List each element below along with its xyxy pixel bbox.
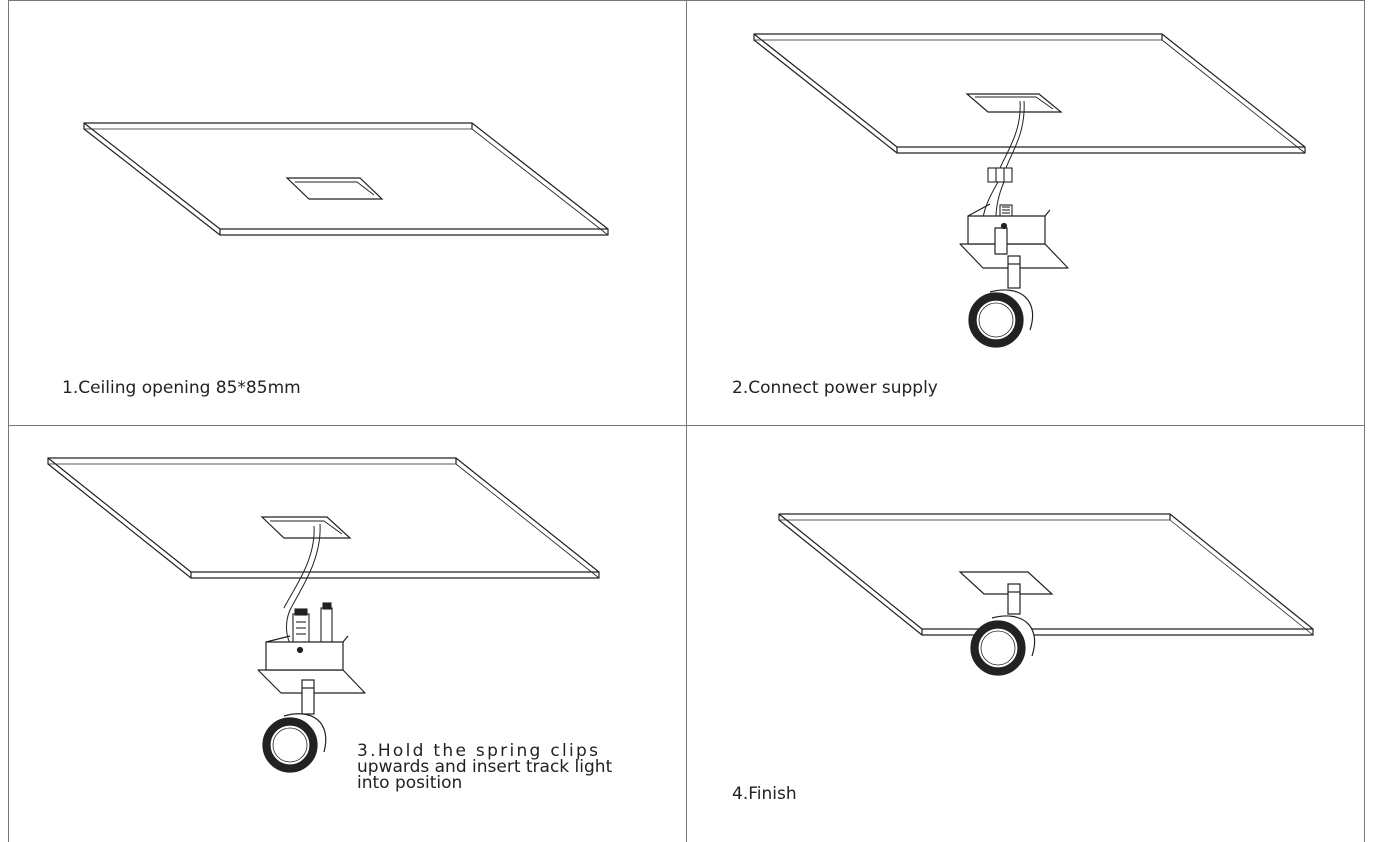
terminal-block-2 [987,167,1013,218]
ceiling-opening-2 [965,93,1063,113]
ceiling-opening-1 [285,177,384,200]
spotlight-4 [970,583,1036,676]
ceiling-panel-3 [47,457,600,579]
spotlight-3 [262,679,327,773]
spotlight-2 [968,255,1034,348]
step-2-caption: 2.Connect power supply [732,378,938,398]
ceiling-panel-1 [83,122,609,236]
trim-plate-4 [958,571,1054,595]
step-4-caption: 4.Finish [732,784,797,804]
step-3-caption-line-1: 3.Hold the spring clips [357,741,601,761]
step-3-caption-line-3: into position [357,773,463,793]
panel-grid [8,0,1365,842]
step-1-caption: 1.Ceiling opening 85*85mm [62,378,301,398]
power-cable-3 [283,523,321,651]
ceiling-panel-4 [778,513,1314,636]
step-3-caption-line-2: upwards and insert track light [357,757,613,777]
step-3-caption: 3.Hold the spring clips upwards and inse… [357,741,677,793]
spring-clips-3 [292,602,333,647]
ceiling-panel-2 [753,33,1306,154]
driver-box-2 [959,203,1069,269]
ceiling-opening-3 [260,516,352,539]
